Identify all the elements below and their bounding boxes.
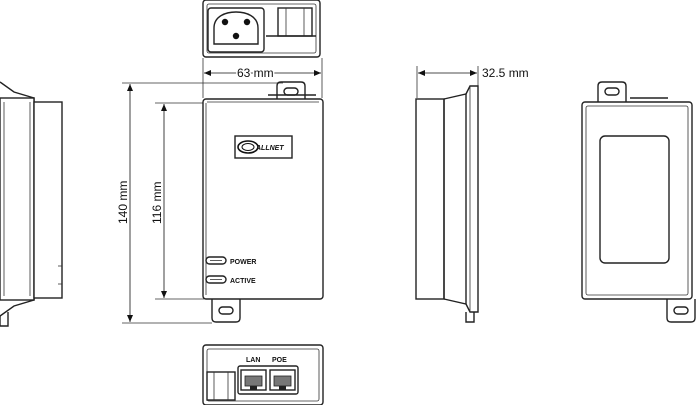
top-latch <box>266 7 316 37</box>
logo-text: ALLNET <box>255 145 284 152</box>
port-poe-label: POE <box>272 357 287 364</box>
right-side-view <box>415 85 479 323</box>
width-label: 63 mm <box>237 66 274 80</box>
led-active: ACTIVE <box>205 275 256 285</box>
led-active-label: ACTIVE <box>230 278 256 285</box>
height-body-label: 116 mm <box>150 182 164 224</box>
height-body-dimension: 116 mm <box>149 102 204 300</box>
back-view <box>581 81 696 323</box>
height-total-label: 140 mm <box>116 181 130 224</box>
port-lan-label: LAN <box>246 357 260 364</box>
height-total-dimension: 140 mm <box>115 82 283 324</box>
width-dimension: 63 mm <box>202 58 323 98</box>
led-power: POWER <box>205 256 256 266</box>
back-top-mount-tab <box>597 81 627 102</box>
led-power-label: POWER <box>230 259 256 266</box>
back-label-area <box>599 135 670 264</box>
bottom-view: LAN POE <box>202 344 324 405</box>
bottom-latch <box>206 371 236 401</box>
rj45-ports-icon <box>237 365 299 395</box>
front-view: ALLNET POWER ACTIVE <box>202 81 324 323</box>
depth-label: 32.5 mm <box>482 66 529 80</box>
iec-c6-inlet-icon <box>207 7 265 53</box>
bottom-mount-tab <box>211 299 241 323</box>
allnet-logo: ALLNET <box>234 135 293 159</box>
top-view <box>202 0 321 58</box>
left-side-view <box>0 81 63 327</box>
depth-dimension: 32.5 mm <box>416 66 529 98</box>
back-bottom-mount-tab <box>666 299 696 323</box>
